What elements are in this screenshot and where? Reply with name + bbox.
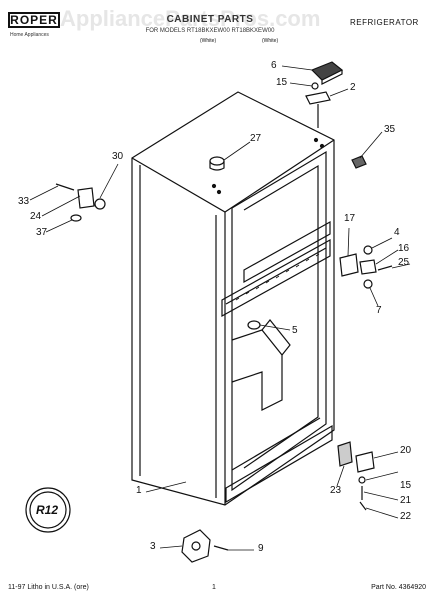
r12-badge-inner (29, 491, 67, 529)
hinge-cap-6-side (321, 70, 343, 85)
callout-24: 24 (30, 211, 42, 222)
watermark: AppliancePartsPros.com (60, 6, 321, 31)
part-23 (337, 441, 353, 467)
part-number: Part No. 4364920 (371, 584, 426, 591)
divider-rail (221, 238, 331, 318)
base-rail (225, 424, 333, 504)
callout-33: 33 (18, 196, 30, 207)
leveling-leg-3 (181, 529, 211, 563)
callout-37: 37 (36, 227, 48, 238)
r12-badge-label: R12 (36, 503, 59, 517)
leader-lines (29, 65, 411, 551)
callout-35: 35 (384, 124, 396, 135)
callout-9: 9 (258, 543, 264, 554)
divider-rail-line (225, 247, 327, 305)
screw-33 (55, 183, 75, 191)
callout-7: 7 (376, 305, 382, 316)
liner-inner (243, 164, 319, 469)
front-opening (231, 150, 327, 492)
model-line: FOR MODELS RT18BKXEW00 RT18BKXEW00 (145, 28, 275, 34)
upper-rail (243, 220, 331, 284)
center-hinge-17 (339, 253, 359, 277)
callout-16: 16 (398, 243, 410, 254)
liner-steps (231, 329, 283, 411)
brand-subtitle: Home Appliances (10, 32, 49, 38)
callout-15-top: 15 (276, 77, 288, 88)
plug-27 (209, 156, 225, 166)
bushing-30 (94, 198, 106, 210)
litho-info: 11-97 Litho in U.S.A. (ore) (8, 584, 89, 591)
callout-30: 30 (112, 151, 124, 162)
plug-27-body (209, 161, 225, 171)
callout-21: 21 (400, 495, 412, 506)
washer-7 (363, 279, 373, 289)
washer-37 (70, 214, 82, 222)
bottom-hinge-20 (355, 451, 375, 473)
leveling-leg-3-hole (191, 541, 201, 551)
brand-name: ROPER (10, 13, 58, 27)
hinge-cap-6 (310, 61, 344, 81)
washer-4 (363, 245, 373, 255)
screw-9 (213, 545, 229, 551)
brand-logo: ROPER (8, 12, 60, 28)
plug-5 (247, 320, 261, 330)
hinge-bracket-24 (77, 187, 95, 209)
liner-step-top (261, 319, 291, 356)
callout-15-bottom: 15 (400, 480, 412, 491)
callout-22: 22 (400, 511, 412, 522)
cabinet-drawing (25, 61, 393, 563)
callout-17: 17 (344, 213, 356, 224)
base-line (231, 417, 321, 471)
screw-15-top (311, 82, 319, 90)
cabinet-outline (131, 91, 335, 506)
screw-15-bottom (358, 476, 366, 484)
screw-25 (377, 265, 393, 271)
header: AppliancePartsPros.com ROPER Home Applia… (0, 0, 434, 60)
model-color-2: (White) (262, 38, 279, 44)
hinge-plate-16 (359, 259, 377, 275)
callout-2: 2 (350, 82, 356, 93)
top-hinge-2 (305, 91, 331, 105)
callout-3: 3 (150, 541, 156, 552)
cabinet-top-edge (131, 139, 335, 213)
washer-22 (359, 501, 367, 511)
callout-5: 5 (292, 325, 298, 336)
page-number: 1 (212, 584, 216, 591)
r12-badge (25, 487, 71, 533)
divider-slots (235, 253, 320, 301)
page-title: CABINET PARTS (166, 14, 254, 25)
model-color-1: (White) (200, 38, 217, 44)
callout-6: 6 (271, 60, 277, 71)
callout-4: 4 (394, 227, 400, 238)
product-type: REFRIGERATOR (350, 18, 419, 27)
callout-23: 23 (330, 485, 342, 496)
callout-25: 25 (398, 257, 410, 268)
part-35 (351, 155, 367, 169)
footer: 11-97 Litho in U.S.A. (ore) 1 Part No. 4… (0, 580, 434, 600)
callout-1: 1 (136, 485, 142, 496)
callout-27: 27 (250, 133, 262, 144)
callout-20: 20 (400, 445, 412, 456)
